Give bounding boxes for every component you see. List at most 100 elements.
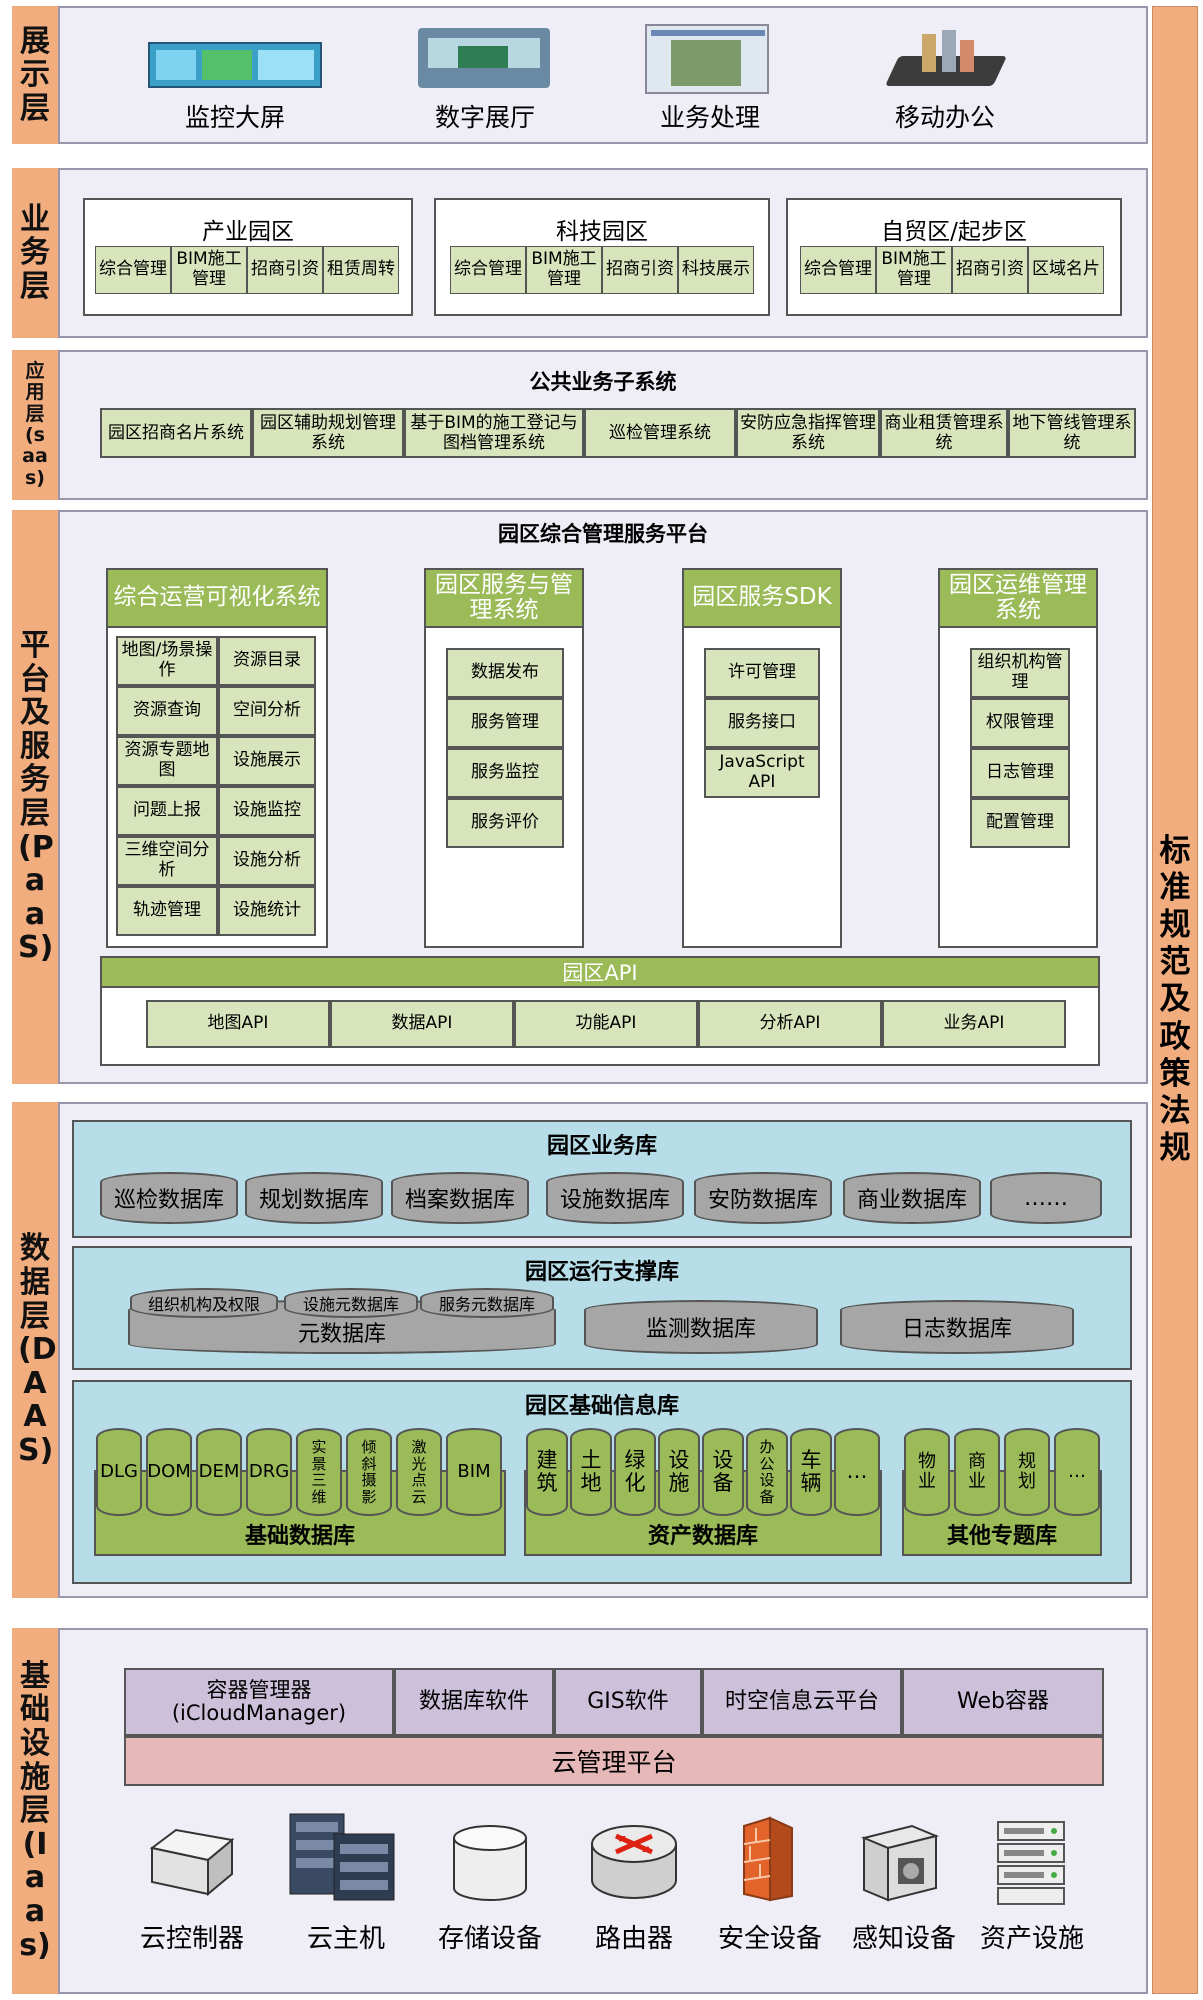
business-cell: 综合管理 [95, 246, 171, 294]
api-cell: 地图API [146, 1000, 330, 1048]
display-caption: 移动办公 [894, 103, 995, 132]
basic-db-cylinder: DOM [146, 1428, 192, 1516]
topic-db-cylinder: 商业 [954, 1428, 1000, 1516]
business-cell: 租赁周转 [323, 246, 399, 294]
display-caption: 数字展厅 [434, 103, 535, 132]
layer-business-label: 业务层 [12, 168, 58, 338]
basic-db-cylinder: DLG [96, 1428, 142, 1516]
api-cell: 业务API [882, 1000, 1066, 1048]
topic-db-cylinder: 规划 [1004, 1428, 1050, 1516]
spatiotemporal-cloud-cell: 时空信息云平台 [702, 1668, 902, 1736]
database-software-cell: 数据库软件 [394, 1668, 554, 1736]
database-cylinder: 安防数据库 [694, 1172, 832, 1224]
business-cell: 区域名片 [1028, 246, 1104, 294]
api-header: 园区API [100, 956, 1100, 988]
viz-cell: 资源目录 [218, 636, 316, 686]
app-system-cell: 巡检管理系统 [584, 408, 736, 458]
viz-cell: 问题上报 [116, 786, 218, 836]
asset-db-cylinder: 车辆 [790, 1428, 832, 1516]
metadata-sub-cylinder: 服务元数据库 [420, 1288, 554, 1318]
viz-system-header: 综合运营可视化系统 [106, 568, 328, 628]
database-cylinder: 日志数据库 [840, 1300, 1074, 1354]
database-cylinder: 档案数据库 [391, 1172, 529, 1224]
business-cell: BIM施工管理 [876, 246, 952, 294]
ops-cell: 组织机构管理 [970, 648, 1070, 698]
asset-facility-icon [994, 1820, 1068, 1906]
asset-db-cylinder: 建筑 [526, 1428, 568, 1516]
firewall-icon [740, 1816, 796, 1906]
cloud-controller-icon [146, 1822, 236, 1898]
business-cell: 综合管理 [800, 246, 876, 294]
paas-title: 园区综合管理服务平台 [498, 522, 708, 546]
viz-cell: 地图/场景操作 [116, 636, 218, 686]
business-cell: 科技展示 [678, 246, 754, 294]
business-cell: BIM施工管理 [526, 246, 602, 294]
device-caption: 云主机 [306, 1924, 385, 1954]
sdk-cell: 服务接口 [704, 698, 820, 748]
business-group-title: 自贸区/起步区 [881, 219, 1027, 245]
container-manager-cell: 容器管理器 (iCloudManager) [124, 1668, 394, 1736]
asset-db-cylinder: 土地 [570, 1428, 612, 1516]
layer-paas-label: 平台及服务层(PaaS) [12, 510, 58, 1084]
display-caption: 业务处理 [659, 103, 760, 132]
viz-cell: 设施统计 [218, 886, 316, 936]
basic-db-cylinder: 激光点云 [396, 1428, 442, 1516]
cloud-management-platform: 云管理平台 [124, 1736, 1104, 1786]
viz-cell: 资源查询 [116, 686, 218, 736]
ops-cell: 权限管理 [970, 698, 1070, 748]
viz-cell: 设施监控 [218, 786, 316, 836]
service-cell: 数据发布 [446, 648, 564, 698]
viz-cell: 设施展示 [218, 736, 316, 786]
device-caption: 安全设备 [717, 1924, 822, 1954]
device-caption: 感知设备 [851, 1924, 956, 1954]
business-db-title: 园区业务库 [546, 1134, 657, 1159]
sdk-header: 园区服务SDK [682, 568, 842, 628]
service-cell: 服务管理 [446, 698, 564, 748]
database-cylinder: …… [990, 1172, 1102, 1224]
app-system-cell: 商业租赁管理系统 [880, 408, 1008, 458]
viz-cell: 轨迹管理 [116, 886, 218, 936]
topic-db-cylinder: … [1054, 1428, 1100, 1516]
business-group-title: 产业园区 [202, 219, 294, 245]
device-caption: 资产设施 [979, 1924, 1084, 1954]
standards-sidebar: 标准规范及政策法规 [1152, 6, 1198, 1994]
layer-daas-label: 数据层(DAAS) [12, 1102, 58, 1598]
app-system-cell: 园区辅助规划管理系统 [252, 408, 404, 458]
sdk-cell: JavaScript API [704, 748, 820, 798]
database-cylinder: 规划数据库 [245, 1172, 383, 1224]
sdk-cell: 许可管理 [704, 648, 820, 698]
cloud-host-icon [284, 1808, 404, 1904]
api-cell: 功能API [514, 1000, 698, 1048]
device-caption: 路由器 [594, 1924, 673, 1954]
topic-db-cylinder: 物业 [904, 1428, 950, 1516]
metadata-sub-cylinder: 组织机构及权限 [130, 1288, 278, 1318]
basic-db-cylinder: 倾斜摄影 [346, 1428, 392, 1516]
layer-display-label: 展示层 [12, 6, 58, 144]
basic-db-cylinder: 实景三维 [296, 1428, 342, 1516]
basic-db-cylinder: DEM [196, 1428, 242, 1516]
service-system-header: 园区服务与管理系统 [424, 568, 584, 628]
sensing-device-icon [860, 1818, 940, 1904]
base-db-title: 园区基础信息库 [524, 1394, 679, 1419]
asset-db-cylinder: 绿化 [614, 1428, 656, 1516]
business-group-title: 科技园区 [556, 219, 648, 245]
database-cylinder: 巡检数据库 [100, 1172, 238, 1224]
business-cell: BIM施工管理 [171, 246, 247, 294]
display-caption: 监控大屏 [184, 103, 285, 132]
business-cell: 招商引资 [952, 246, 1028, 294]
layer-app-label: 应用层(saas) [12, 350, 58, 500]
router-icon [588, 1818, 680, 1906]
asset-db-cylinder: … [834, 1428, 880, 1516]
device-caption: 云控制器 [139, 1924, 244, 1954]
database-cylinder: 设施数据库 [546, 1172, 684, 1224]
gis-software-cell: GIS软件 [554, 1668, 702, 1736]
app-system-cell: 园区招商名片系统 [100, 408, 252, 458]
metadata-sub-cylinder: 设施元数据库 [284, 1288, 418, 1318]
ops-cell: 配置管理 [970, 798, 1070, 848]
api-cell: 数据API [330, 1000, 514, 1048]
viz-cell: 三维空间分析 [116, 836, 218, 886]
service-cell: 服务评价 [446, 798, 564, 848]
standards-label: 标准规范及政策法规 [1159, 832, 1191, 1167]
device-caption: 存储设备 [437, 1924, 542, 1954]
business-processing-icon [645, 24, 769, 94]
